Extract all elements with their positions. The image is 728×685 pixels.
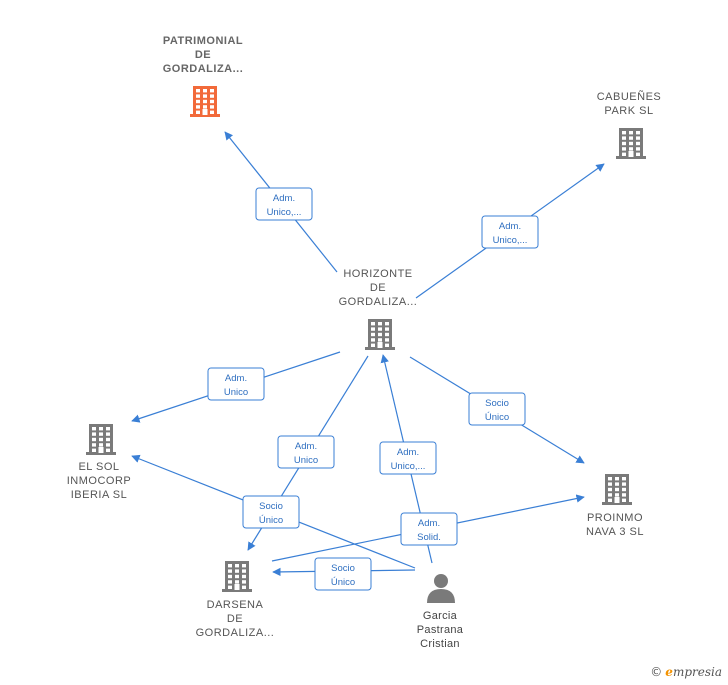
edge-label-box [277,435,335,469]
node-horizonte[interactable]: HORIZONTE DE GORDALIZA... [339,268,418,350]
node-label: PROINMO [587,512,643,524]
person-icon [427,574,455,603]
node-label: Cristian [420,638,460,650]
edge-label-box [207,367,265,401]
edge-label-box [314,557,372,591]
edge-label-text: Unico,... [493,235,528,246]
edge-label-box [255,187,313,221]
edge-label-text: Único [331,577,355,588]
edge-label-text: Único [485,412,509,423]
node-label: DE [227,613,243,625]
empresia-brand[interactable]: ©empresia [650,665,722,679]
brand-name: mpresia [672,665,722,679]
building-icon [222,561,252,592]
edge-label-text: Socio [331,563,355,574]
node-label: Garcia [423,610,458,622]
building-icon [365,319,395,350]
edge-label-e8[interactable]: Adm. Solid. [400,512,458,546]
edge-label-box [400,512,458,546]
edge-label-text: Solid. [417,532,441,543]
edge-label-box [379,441,437,475]
node-label: INMOCORP [67,475,132,487]
node-label: IBERIA SL [71,489,127,501]
edge-label-text: Unico [224,387,248,398]
edge-label-box [242,495,300,529]
edge-label-e1[interactable]: Adm. Unico,... [255,187,313,221]
node-label: NAVA 3 SL [586,526,644,538]
node-label: CABUEÑES [597,90,662,103]
edge-label-text: Adm. [225,373,247,384]
node-label: DE [195,49,211,61]
brand-logo-initial: e [665,665,673,679]
edge-label-text: Adm. [499,221,521,232]
edge-label-text: Adm. [295,441,317,452]
edge-label-e6[interactable]: Adm. Unico,... [379,441,437,475]
edge-label-text: Adm. [418,518,440,529]
building-icon [190,86,220,117]
edge-label-box [481,215,539,249]
edge-label-text: Socio [259,501,283,512]
node-label: Pastrana [417,624,464,636]
node-label: DARSENA [207,599,264,611]
node-label: GORDALIZA... [196,627,275,639]
node-label: HORIZONTE [343,268,412,280]
node-patrimonial[interactable]: PATRIMONIAL DE GORDALIZA... [163,35,244,117]
node-label: PARK SL [604,105,653,117]
edge-label-text: Único [259,515,283,526]
edge-label-e3[interactable]: Adm. Unico [207,367,265,401]
edge-label-e4[interactable]: Adm. Unico [277,435,335,469]
node-cabuenes[interactable]: CABUEÑES PARK SL [597,90,662,159]
edge-label-text: Unico,... [391,461,426,472]
node-label: PATRIMONIAL [163,35,243,47]
edge-label-text: Socio [485,398,509,409]
copyright-icon: © [650,665,663,679]
building-icon [86,424,116,455]
edge-label-e2[interactable]: Adm. Unico,... [481,215,539,249]
edge-label-text: Adm. [273,193,295,204]
building-icon [616,128,646,159]
node-label: DE [370,282,386,294]
node-label: EL SOL [78,461,119,473]
edge-label-text: Adm. [397,447,419,458]
edge-label-box [468,392,526,426]
node-label: GORDALIZA... [163,63,244,75]
building-icon [602,474,632,505]
node-darsena[interactable]: DARSENA DE GORDALIZA... [196,561,275,639]
edge-label-text: Unico,... [267,207,302,218]
node-elsol[interactable]: EL SOL INMOCORP IBERIA SL [67,424,132,501]
node-label: GORDALIZA... [339,296,418,308]
node-proinmo[interactable]: PROINMO NAVA 3 SL [586,474,644,538]
edge-label-text: Unico [294,455,318,466]
